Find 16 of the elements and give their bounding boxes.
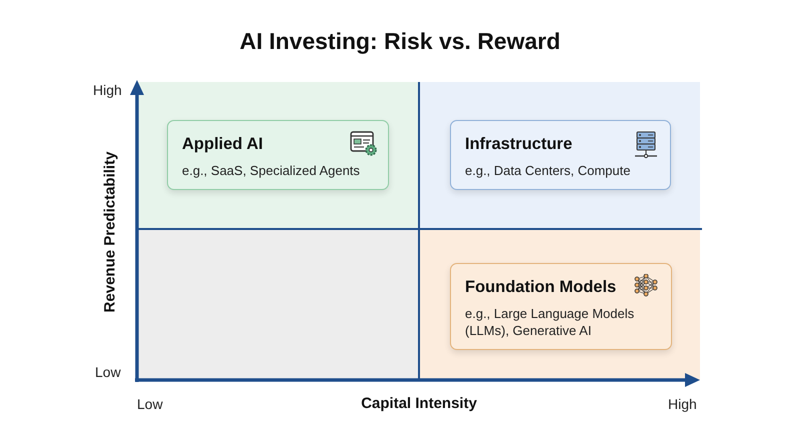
- axis-tick-label: Low: [95, 364, 121, 380]
- card-description: e.g., Large Language Models (LLMs), Generative AI: [465, 305, 636, 339]
- axis-title: Revenue Predictability: [102, 152, 118, 312]
- axis-tick-label: High: [93, 82, 122, 98]
- card-heading: Applied AI: [182, 135, 263, 154]
- axis-title: Capital Intensity: [361, 395, 477, 412]
- category-card: [450, 263, 672, 350]
- category-card: [167, 120, 389, 190]
- category-card: [450, 120, 671, 190]
- card-heading: Foundation Models: [465, 278, 616, 297]
- axis-tick-label: Low: [137, 396, 163, 412]
- card-heading: Infrastructure: [465, 135, 572, 154]
- card-description: e.g., SaaS, Specialized Agents: [182, 162, 360, 179]
- axis-tick-label: High: [668, 396, 697, 412]
- chart-title: AI Investing: Risk vs. Reward: [240, 28, 560, 55]
- card-description: e.g., Data Centers, Compute: [465, 162, 630, 179]
